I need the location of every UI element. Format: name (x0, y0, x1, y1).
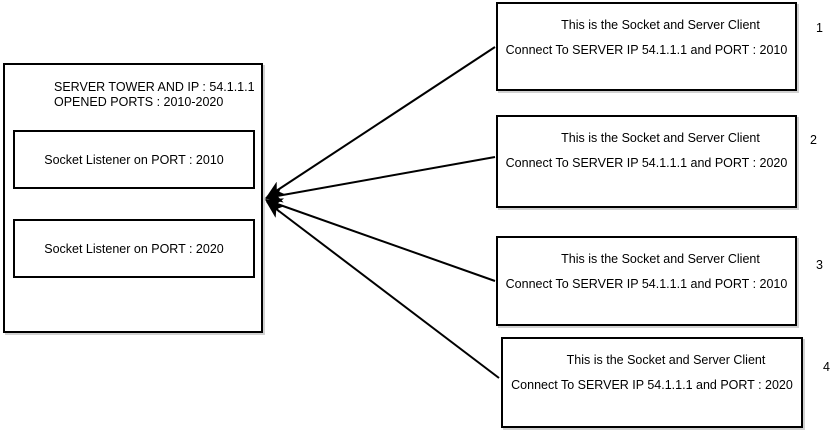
arrow-client1-to-server (265, 46, 496, 198)
arrow-client4-to-server (265, 201, 500, 379)
client-3-title: This is the Socket and Server Client (561, 252, 760, 266)
socket-listener-2020-label: Socket Listener on PORT : 2020 (44, 241, 224, 256)
client-box-1: This is the Socket and Server Client Con… (496, 2, 797, 91)
client-box-3: This is the Socket and Server Client Con… (496, 236, 797, 326)
client-4-number-label: 4 (823, 360, 830, 374)
client-4-connect-text: Connect To SERVER IP 54.1.1.1 and PORT :… (511, 378, 793, 392)
client-box-2: This is the Socket and Server Client Con… (496, 115, 797, 208)
client-3-connect-text: Connect To SERVER IP 54.1.1.1 and PORT :… (505, 277, 788, 291)
arrow-client2-to-server (264, 156, 496, 203)
client-2-connect-text: Connect To SERVER IP 54.1.1.1 and PORT :… (505, 156, 788, 170)
socket-listener-2020-box: Socket Listener on PORT : 2020 (13, 219, 255, 278)
client-1-number-label: 1 (816, 21, 823, 35)
client-4-title: This is the Socket and Server Client (566, 353, 766, 367)
server-tower-box: SERVER TOWER AND IP : 54.1.1.1 OPENED PO… (3, 63, 263, 333)
client-1-connect-text: Connect To SERVER IP 54.1.1.1 and PORT :… (505, 43, 788, 57)
server-title-line2: OPENED PORTS : 2010-2020 (54, 95, 224, 109)
socket-listener-2010-label: Socket Listener on PORT : 2010 (44, 152, 224, 167)
client-3-number-label: 3 (816, 258, 823, 272)
socket-listener-2010-box: Socket Listener on PORT : 2010 (13, 130, 255, 189)
client-box-4: This is the Socket and Server Client Con… (501, 337, 803, 428)
arrow-client3-to-server (264, 198, 496, 282)
client-1-title: This is the Socket and Server Client (561, 18, 760, 32)
client-2-number-label: 2 (810, 133, 817, 147)
server-title: SERVER TOWER AND IP : 54.1.1.1 OPENED PO… (54, 80, 255, 110)
client-2-title: This is the Socket and Server Client (561, 131, 760, 145)
server-title-line1: SERVER TOWER AND IP : 54.1.1.1 (54, 80, 255, 94)
